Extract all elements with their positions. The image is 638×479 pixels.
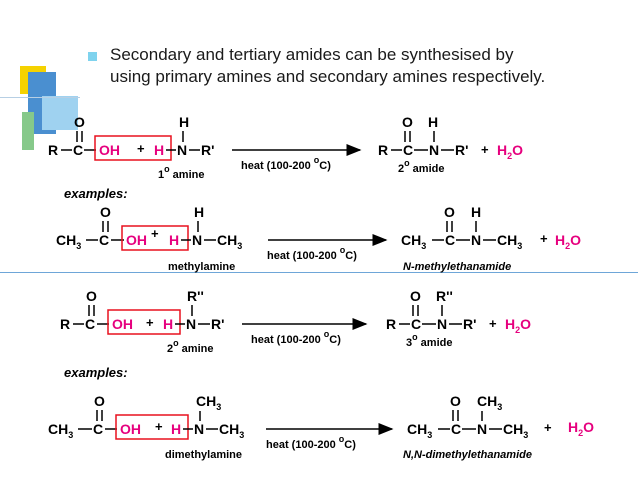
ex1-prod-n: N (471, 232, 481, 248)
ex1-amine-h: H (169, 232, 179, 248)
svg-text:+: + (481, 142, 489, 157)
ex1-amine-n: N (192, 232, 202, 248)
bullet-text: Secondary and tertiary amides can be syn… (110, 44, 545, 88)
ex1-amine-top-h: H (194, 204, 204, 220)
decor-block-green (22, 112, 34, 150)
r2-amine-top: R'' (187, 288, 204, 304)
ex2-prod-ch3: CH3 (407, 421, 432, 440)
ex1-prod-o: O (444, 204, 455, 220)
ex2-prod-ch3-right: CH3 (503, 421, 528, 440)
ex1-acid-o: O (100, 204, 111, 220)
r1-amine-top-h: H (179, 114, 189, 130)
ex1-amine-ch3: CH3 (217, 232, 242, 251)
r1-prod-c: C (403, 142, 413, 158)
ex2-amine-h: H (171, 421, 181, 437)
example-2: CH3 C O OH + H N CH3 CH3 dimethylamine h… (48, 393, 594, 461)
svg-text:+: + (544, 420, 552, 435)
ex1-prod-ch3: CH3 (401, 232, 426, 251)
r1-acid-c: C (73, 142, 83, 158)
ex2-condition: heat (100-200 oC) (266, 434, 356, 451)
examples-label-2: examples: (64, 365, 128, 380)
r1-removal-box (94, 135, 172, 161)
r2-prod-top: R'' (436, 288, 453, 304)
ex2-amine-top-ch3: CH3 (196, 393, 221, 412)
bullet-line-1: Secondary and tertiary amides can be syn… (110, 45, 514, 64)
r1-water: H2O (497, 142, 523, 161)
r2-removal-box (107, 309, 181, 335)
svg-text:+: + (540, 231, 548, 246)
svg-text:+: + (137, 141, 145, 156)
bullet-line-2: using primary amines and secondary amine… (110, 67, 546, 86)
ex2-amine-n: N (194, 421, 204, 437)
r2-amine-caption: 2o amine (167, 338, 213, 355)
svg-text:+: + (146, 315, 154, 330)
ex2-prod-top-ch3: CH3 (477, 393, 502, 412)
r1-condition: heat (100-200 oC) (241, 155, 331, 172)
ex2-amine-name: dimethylamine (165, 449, 242, 461)
r1-prod-r: R (378, 142, 388, 158)
bullet-marker (88, 52, 97, 61)
ex2-acid-oh: OH (120, 421, 141, 437)
ex1-prod-h: H (471, 204, 481, 220)
r2-amine-h: H (163, 316, 173, 332)
r2-condition: heat (100-200 oC) (251, 329, 341, 346)
r1-prod-r2: R' (455, 142, 468, 158)
decor-block-lightblue (42, 96, 78, 130)
r2-prod-r2: R' (463, 316, 476, 332)
ex1-prod-ch3-right: CH3 (497, 232, 522, 251)
r2-product-caption: 3o amide (406, 332, 452, 349)
decor-line (0, 97, 80, 98)
reaction-2: R C O OH + H N R'' R' 2o amine heat (100… (60, 288, 531, 355)
r1-amine-n: N (177, 142, 187, 158)
r1-acid-r: R (48, 142, 58, 158)
ex2-prod-n: N (477, 421, 487, 437)
ex2-prod-c: C (451, 421, 461, 437)
r1-prod-o: O (402, 114, 413, 130)
r2-prod-n: N (437, 316, 447, 332)
ex2-acid-ch3: CH3 (48, 421, 73, 440)
r1-amine-h: H (154, 142, 164, 158)
ex1-removal-box (121, 225, 189, 251)
r2-prod-r: R (386, 316, 396, 332)
reaction-1: R C O OH + H N H R' 1o amine heat (100-2… (48, 114, 523, 181)
ex2-product-name: N,N-dimethylethanamide (403, 449, 532, 461)
ex2-prod-o: O (450, 393, 461, 409)
r2-prod-c: C (411, 316, 421, 332)
ex1-water: H2O (555, 232, 581, 251)
r2-amine-r: R' (211, 316, 224, 332)
ex1-amine-name: methylamine (168, 261, 235, 273)
r2-water: H2O (505, 316, 531, 335)
r2-acid-r: R (60, 316, 70, 332)
ex2-amine-ch3: CH3 (219, 421, 244, 440)
r1-acid-o: O (74, 114, 85, 130)
ex2-water: H2O (568, 419, 594, 438)
r1-acid-oh: OH (99, 142, 120, 158)
ex1-acid-c: C (99, 232, 109, 248)
r1-prod-n: N (429, 142, 439, 158)
svg-text:+: + (489, 316, 497, 331)
ex2-removal-box (115, 414, 189, 440)
r1-amine-r: R' (201, 142, 214, 158)
r2-amine-n: N (186, 316, 196, 332)
ex1-prod-c: C (445, 232, 455, 248)
examples-label-1: examples: (64, 186, 128, 201)
ex1-condition: heat (100-200 oC) (267, 245, 357, 262)
ex1-product-name: N-methylethanamide (403, 261, 511, 273)
r1-prod-h: H (428, 114, 438, 130)
r2-acid-oh: OH (112, 316, 133, 332)
r1-amine-caption: 1o amine (158, 164, 204, 181)
section-divider (0, 272, 638, 273)
ex1-acid-oh: OH (126, 232, 147, 248)
r1-product-caption: 2o amide (398, 158, 444, 175)
r2-acid-o: O (86, 288, 97, 304)
ex2-acid-c: C (93, 421, 103, 437)
ex2-acid-o: O (94, 393, 105, 409)
r2-acid-c: C (85, 316, 95, 332)
ex1-acid-ch3: CH3 (56, 232, 81, 251)
svg-text:+: + (155, 419, 163, 434)
svg-text:+: + (151, 226, 159, 241)
r2-prod-o: O (410, 288, 421, 304)
example-1: CH3 C O OH + H N H CH3 methylamine heat … (56, 204, 581, 273)
